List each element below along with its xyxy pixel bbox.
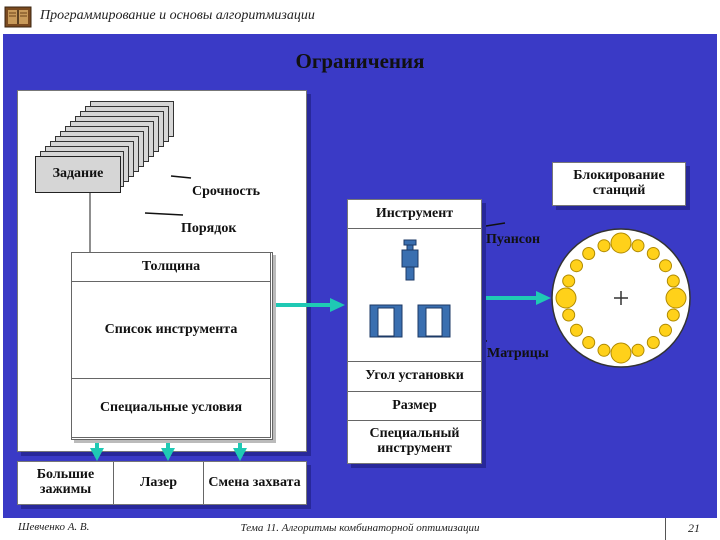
slide-title: Ограничения [295, 49, 425, 73]
thickness-row: Толщина [71, 252, 271, 282]
size-label: Размер [392, 397, 437, 413]
special-tool-row: Специальный инструмент [348, 420, 481, 463]
turret-station [631, 343, 645, 357]
die-icon [417, 304, 451, 338]
thickness-label: Толщина [141, 258, 201, 274]
author-label: Шевченко А. В. [18, 521, 90, 533]
task-card-front: Задание [35, 156, 121, 193]
tool-header: Инструмент [348, 200, 481, 229]
turret-station [582, 247, 596, 260]
special-conditions-label: Специальные условия [99, 399, 243, 415]
blocking-label: Блокирование станций [573, 168, 665, 198]
grip-change-label: Смена захвата [208, 474, 301, 490]
turret-station [666, 308, 680, 322]
footer-bar: Шевченко А. В. Тема 11. Алгоритмы комбин… [0, 518, 720, 540]
turret-station [666, 274, 680, 288]
turret-station [562, 274, 576, 288]
task-label: Задание [52, 166, 104, 182]
page-number: 21 [688, 521, 700, 535]
turret-station [659, 259, 672, 273]
tool-label: Инструмент [375, 205, 454, 221]
tool-list-label: Список инструмента [104, 321, 238, 337]
grip-change-cell: Смена захвата [204, 462, 305, 504]
turret-station [610, 342, 632, 364]
order-label: Порядок [181, 221, 237, 236]
turret-station [659, 323, 672, 337]
course-title: Программирование и основы алгоритмизации [40, 8, 315, 23]
turret-station [570, 323, 583, 337]
footer-divider [665, 518, 666, 540]
topic-label: Тема 11. Алгоритмы комбинаторной оптимиз… [240, 522, 480, 534]
special-conditions-row: Специальные условия [71, 378, 271, 438]
punch-label: Пуансон [486, 232, 541, 247]
turret-station [597, 343, 611, 357]
big-clamps-cell: Большие зажимы [18, 462, 114, 504]
turret-station [570, 259, 583, 273]
install-angle-label: Угол установки [365, 368, 464, 384]
turret-station [610, 232, 632, 254]
header-bar: Программирование и основы алгоритмизации [0, 0, 720, 34]
tool-list-row: Список инструмента [71, 281, 271, 379]
turret-station [582, 336, 596, 349]
dies-label: Матрицы [487, 346, 549, 361]
turret-station [646, 247, 660, 260]
big-clamps-label: Большие зажимы [36, 467, 95, 497]
laser-cell: Лазер [114, 462, 204, 504]
special-tool-label: Специальный инструмент [369, 426, 460, 456]
turret-station [597, 239, 611, 253]
turret-station [646, 336, 660, 349]
blocking-box: Блокирование станций [553, 163, 685, 205]
laser-label: Лазер [139, 474, 178, 490]
turret-station [665, 287, 687, 309]
turret-station [555, 287, 577, 309]
turret-station [631, 239, 645, 253]
punch-icon [401, 239, 419, 281]
size-row: Размер [348, 391, 481, 420]
urgency-label: Срочность [192, 184, 260, 199]
install-angle-row: Угол установки [348, 361, 481, 391]
book-logo-icon [4, 6, 32, 28]
turret-station [562, 308, 576, 322]
die-icon [369, 304, 403, 338]
